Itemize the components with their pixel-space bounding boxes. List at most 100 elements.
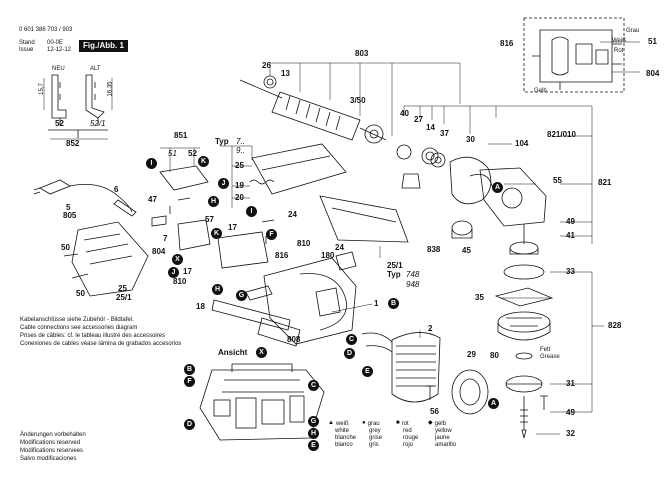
part-19: 19: [235, 181, 244, 190]
badge-b-right: B: [388, 298, 399, 309]
part-17-lower: 17: [183, 267, 192, 276]
badge-f-view: F: [184, 376, 195, 387]
typ-value-a1: 7..: [236, 137, 245, 146]
badge-h-upper: H: [208, 196, 219, 207]
legend-yellow-en: yellow: [435, 428, 452, 435]
issue-date: 12-12-12: [47, 47, 72, 53]
badge-a-upper: A: [492, 182, 503, 193]
part-851: 851: [174, 131, 188, 140]
grease-label-en: Grease: [540, 354, 560, 360]
part-20: 20: [235, 193, 244, 202]
note-line-4: Conexiones de cables véase lámina de gra…: [20, 341, 182, 347]
legend-yellow-symbol: ◆: [428, 420, 433, 426]
legend-red-fr: rouge: [403, 435, 419, 442]
footer-note-1: Änderungen vorbehalten: [20, 432, 86, 438]
part-26: 26: [262, 61, 271, 70]
part-45: 45: [462, 246, 471, 255]
part-25-1-lower: 25/1: [116, 293, 132, 302]
badge-e-right: E: [362, 366, 373, 377]
wire-label-rot: Rot: [614, 48, 624, 54]
legend-red-de: rot: [401, 421, 409, 428]
part-5: 5: [66, 203, 71, 212]
legend-white-de: weiß: [335, 421, 349, 428]
part-25-lower: 25: [118, 284, 127, 293]
badge-x-mid: X: [172, 254, 183, 265]
view-x-badge: X: [256, 347, 267, 358]
part-51: 51: [168, 149, 177, 158]
legend-white-symbol: ▲: [328, 420, 334, 426]
part-808: 808: [287, 335, 301, 344]
part-828: 828: [608, 321, 622, 330]
part-804-inset: 804: [646, 69, 660, 78]
part-50-lower: 50: [76, 289, 85, 298]
badge-i-upper: I: [146, 158, 157, 169]
wire-label-grau: Grau: [626, 28, 640, 34]
legend-yellow-de: gelb: [434, 421, 446, 428]
part-17-upper: 17: [228, 223, 237, 232]
part-41: 41: [566, 231, 575, 240]
legend-white-fr: blanche: [335, 435, 357, 442]
part-104: 104: [515, 139, 529, 148]
part-2: 2: [428, 324, 433, 333]
part-821-010: 821/010: [547, 130, 576, 139]
part-37: 37: [440, 129, 449, 138]
badge-h-lower: H: [212, 284, 223, 295]
doc-number: 0 601 386 703 / 903: [19, 27, 73, 33]
badge-j-lower: J: [168, 267, 179, 278]
badge-d-right: D: [344, 348, 355, 359]
badge-k-upper: K: [198, 156, 209, 167]
typ-value-a2: 9..: [236, 146, 245, 155]
badge-e-view: E: [308, 440, 319, 451]
badge-k-mid: K: [211, 228, 222, 239]
badge-h-view: H: [308, 428, 319, 439]
footer-note-2: Modifications reserved: [20, 440, 81, 446]
badge-i-mid: I: [246, 206, 257, 217]
part-810-lower: 810: [173, 277, 187, 286]
part-47: 47: [148, 195, 157, 204]
footer-note-3: Modifications reservees: [20, 448, 84, 454]
part-804: 804: [152, 247, 166, 256]
part-50-upper: 50: [61, 243, 70, 252]
part-180: 180: [321, 251, 335, 260]
note-line-2: Cable connections see accessories diagra…: [20, 325, 138, 331]
legend-red-en: red: [403, 428, 412, 435]
legend-grey-de: grau: [367, 421, 380, 428]
legend-yellow-es: amarillo: [435, 442, 457, 449]
note-line-3: Prises de câbles: cf. le tableau illustr…: [20, 333, 166, 339]
part-810-upper: 810: [297, 239, 311, 248]
part-27: 27: [414, 115, 423, 124]
typ-value-948: 948: [406, 280, 420, 289]
dim-15-7: 15,7: [38, 83, 45, 95]
part-805: 805: [63, 211, 77, 220]
bracket-code: 00-0E: [47, 40, 64, 46]
grease-label-de: Fett: [540, 347, 551, 353]
part-57: 57: [205, 215, 214, 224]
part-80: 80: [490, 351, 499, 360]
part-30: 30: [466, 135, 475, 144]
badge-j-upper: J: [218, 178, 229, 189]
legend-grey-en: grey: [369, 428, 381, 435]
note-line-1: Kabelanschlüsse siehe Zubehör - Bildtafe…: [20, 317, 134, 323]
part-18: 18: [196, 302, 205, 311]
legend-grey-fr: grise: [369, 435, 383, 442]
badge-c-view: C: [308, 380, 319, 391]
part-49-lower: 49: [566, 408, 575, 417]
issue-label: Issue: [19, 47, 34, 53]
legend-red: ■rot red rouge rojo: [396, 420, 418, 449]
part-52-1-wire: 52/1: [90, 119, 106, 128]
part-55: 55: [553, 176, 562, 185]
part-3-50: 3/50: [350, 96, 366, 105]
badge-f-mid: F: [266, 229, 277, 240]
stand-label: Stand: [19, 40, 35, 46]
part-1: 1: [374, 299, 379, 308]
part-52: 52: [188, 149, 197, 158]
part-56: 56: [430, 407, 439, 416]
part-6: 6: [114, 185, 119, 194]
legend-red-symbol: ■: [396, 420, 400, 426]
legend-grey: ●grau grey grise gris: [362, 420, 382, 449]
typ-label-a: Typ: [215, 137, 229, 146]
dim-16-35: 16,35: [107, 81, 114, 97]
legend-grey-es: gris: [369, 442, 379, 449]
part-838: 838: [427, 245, 441, 254]
